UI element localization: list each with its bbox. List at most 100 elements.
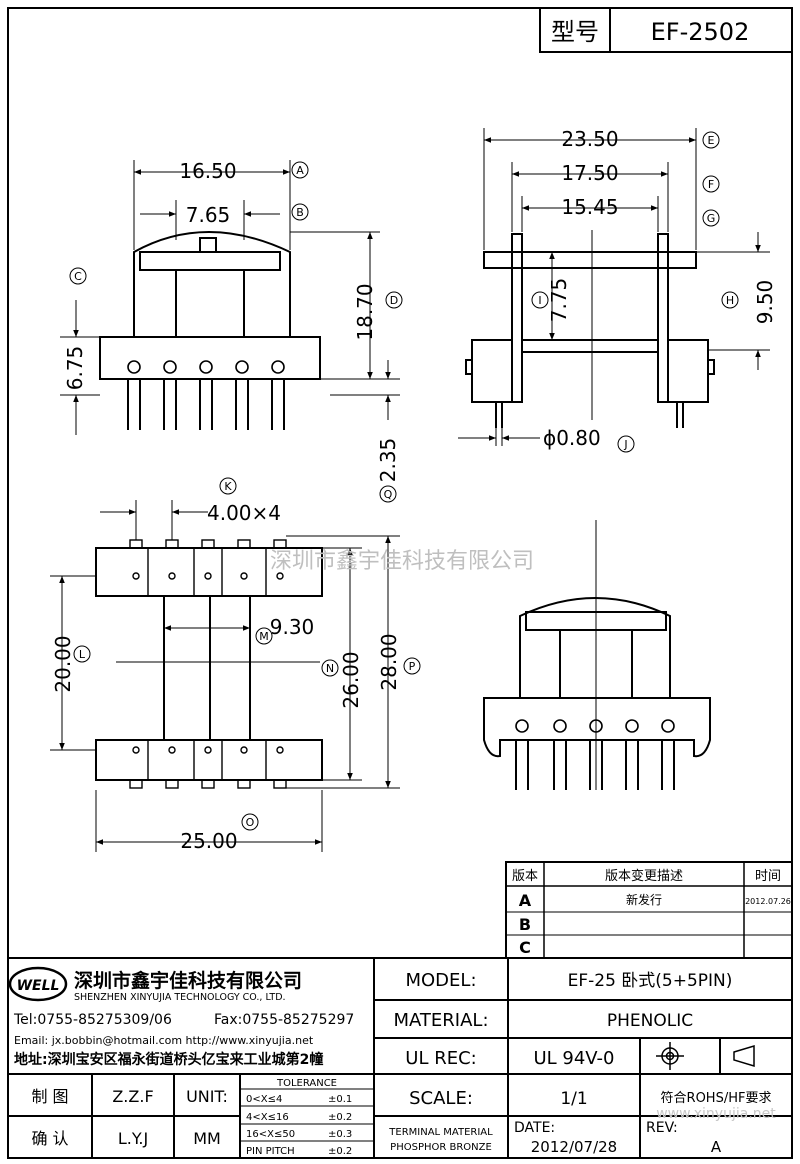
svg-text:C: C (74, 270, 82, 283)
svg-text:N: N (326, 662, 334, 675)
marker-o: O (241, 813, 259, 831)
watermark-corner: www.xinyujia.net (656, 1106, 776, 1122)
unit-label: UNIT: (186, 1087, 228, 1106)
title-block-text: 制 图 Z.Z.F 确 认 L.Y.J UNIT: MM TOLERANCE 0… (31, 970, 776, 1157)
drawing-border (7, 7, 793, 1159)
dim-9-50: 9.50 (753, 280, 777, 325)
side-view (465, 233, 715, 428)
terminal-material-label: TERMINAL MATERIAL (388, 1127, 493, 1138)
svg-text:M: M (259, 630, 269, 643)
dim-6-75: 6.75 (63, 346, 87, 391)
dim-16-50: 16.50 (179, 159, 236, 183)
svg-text:P: P (409, 660, 416, 673)
tolerance-value-2: ±0.2 (328, 1112, 352, 1123)
circle-markers: A B C D Q E F G I H J K M L N P O (69, 131, 739, 831)
svg-text:B: B (519, 915, 531, 934)
ul-rec-label: UL REC: (405, 1048, 476, 1069)
dim-26-00: 26.00 (339, 651, 363, 708)
svg-text:I: I (538, 294, 541, 307)
drawn-by: Z.Z.F (112, 1087, 153, 1106)
company-name-en: SHENZHEN XINYUJIA TECHNOLOGY CO., LTD. (74, 992, 286, 1003)
unit-value: MM (193, 1129, 221, 1148)
dim-7-65: 7.65 (186, 203, 231, 227)
tolerance-range-1: 0<X≤4 (246, 1094, 282, 1105)
terminal-material-value: PHOSPHOR BRONZE (390, 1142, 492, 1153)
marker-c: C (69, 267, 87, 285)
drawn-label: 制 图 (31, 1087, 68, 1106)
marker-h: H (721, 291, 739, 309)
bottom-view (95, 539, 323, 789)
marker-q: Q (379, 485, 397, 503)
company-address: 地址:深圳宝安区福永街道桥头亿宝来工业城第2幢 (14, 1051, 323, 1068)
front-view-dimensions (60, 160, 400, 435)
model-header-value: EF-2502 (651, 18, 750, 46)
svg-text:C: C (519, 938, 531, 957)
dim-28-00: 28.00 (377, 633, 401, 690)
tolerance-value-1: ±0.1 (328, 1094, 352, 1105)
model-value: EF-25 卧式(5+5PIN) (568, 971, 733, 991)
rev-value: A (711, 1138, 722, 1156)
svg-text:B: B (296, 206, 304, 219)
svg-text:J: J (623, 438, 627, 451)
company-name-cn: 深圳市鑫宇佳科技有限公司 (74, 969, 302, 992)
company-tel: Tel:0755-85275309/06 (13, 1012, 172, 1028)
scale-value: 1/1 (560, 1089, 587, 1109)
dim-15-45: 15.45 (561, 195, 618, 219)
dim-2-35: 2.35 (376, 438, 400, 483)
front-view (99, 231, 321, 430)
tolerance-range-2: 4<X≤16 (246, 1112, 289, 1123)
check-label: 确 认 (31, 1129, 68, 1148)
company-email: Email: jx.bobbin@hotmail.com http://www.… (14, 1034, 314, 1047)
svg-text:E: E (708, 134, 715, 147)
dim-phi-0-80: ϕ0.80 (543, 426, 601, 450)
model-header-label: 型号 (551, 18, 599, 46)
material-label: MATERIAL: (393, 1010, 488, 1031)
svg-text:时间: 时间 (755, 869, 781, 884)
svg-text:K: K (224, 480, 232, 493)
dim-18-70: 18.70 (353, 283, 377, 340)
tolerance-range-4: PIN PITCH (246, 1146, 295, 1157)
svg-text:版本变更描述: 版本变更描述 (605, 868, 683, 884)
side-view-dim-labels: 23.50 17.50 15.45 7.75 9.50 ϕ0.80 (543, 127, 777, 450)
model-header: 型号 EF-2502 (539, 7, 793, 53)
bottom-view-dim-labels: 4.00×4 9.30 20.00 26.00 28.00 25.00 (51, 501, 401, 853)
dim-9-30: 9.30 (270, 615, 315, 639)
company-fax: Fax:0755-85275297 (214, 1012, 354, 1028)
svg-text:新发行: 新发行 (626, 892, 662, 907)
marker-i: I (531, 291, 549, 309)
tolerance-title: TOLERANCE (276, 1078, 337, 1089)
rev-label: REV: (646, 1120, 678, 1136)
marker-p: P (403, 657, 421, 675)
marker-a: A (291, 161, 309, 179)
title-block-lines (8, 957, 792, 1158)
marker-j: J (617, 435, 635, 453)
svg-text:Q: Q (384, 488, 393, 501)
marker-d: D (385, 291, 403, 309)
svg-text:2012.07.26: 2012.07.26 (745, 897, 791, 906)
svg-text:O: O (246, 816, 255, 829)
bottom-view-dimensions (50, 500, 400, 852)
date-value: 2012/07/28 (531, 1138, 617, 1156)
svg-text:L: L (79, 648, 86, 661)
dim-4-00x4: 4.00×4 (207, 501, 281, 525)
svg-text:WELL: WELL (17, 978, 60, 994)
dim-23-50: 23.50 (561, 127, 618, 151)
perspective-view (483, 520, 711, 790)
revision-table-text: 版本 版本变更描述 时间 A 新发行 2012.07.26 B C (512, 868, 791, 957)
dim-25-00: 25.00 (180, 829, 237, 853)
marker-e: E (702, 131, 720, 149)
dim-17-50: 17.50 (561, 161, 618, 185)
rohs-note: 符合ROHS/HF要求 (661, 1090, 772, 1106)
scale-label: SCALE: (409, 1088, 473, 1109)
material-value: PHENOLIC (607, 1011, 693, 1031)
marker-g: G (702, 209, 720, 227)
marker-b: B (291, 203, 309, 221)
svg-text:G: G (707, 212, 716, 225)
model-label: MODEL: (405, 970, 476, 991)
revision-table (505, 861, 793, 959)
dim-20-00: 20.00 (51, 635, 75, 692)
svg-text:A: A (296, 164, 304, 177)
front-view-dim-labels: 16.50 7.65 18.70 6.75 2.35 (63, 159, 400, 482)
checked-by: L.Y.J (118, 1129, 148, 1148)
tolerance-value-4: ±0.2 (328, 1146, 352, 1157)
